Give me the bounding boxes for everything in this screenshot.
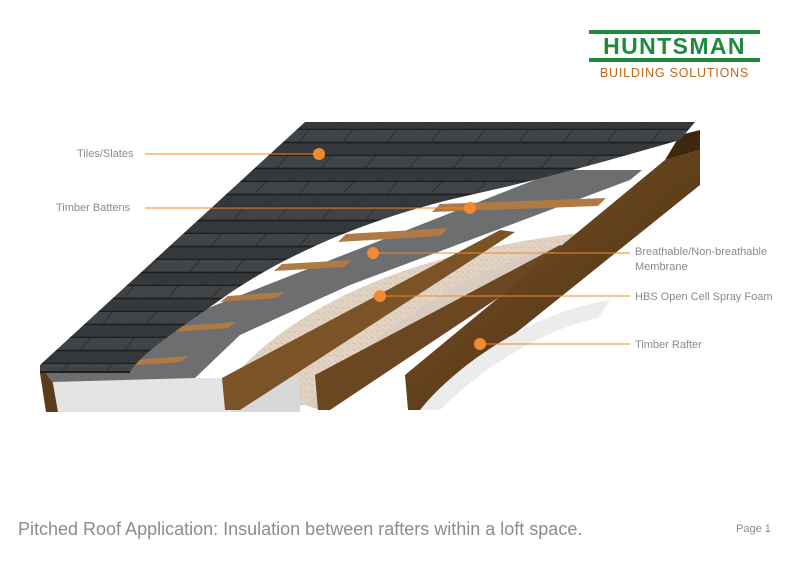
label-membrane-line2: Membrane bbox=[635, 261, 688, 273]
foam-underside-curve bbox=[420, 300, 610, 410]
roof-tiles-slates bbox=[40, 122, 695, 373]
label-timber-rafter: Timber Rafter bbox=[635, 339, 702, 351]
huntsman-logo: HUNTSMAN BUILDING SOLUTIONS bbox=[589, 30, 760, 80]
callout-lines bbox=[145, 153, 630, 345]
label-timber-battens: Timber Battens bbox=[56, 202, 131, 214]
page-number: Page 1 bbox=[736, 523, 771, 535]
label-membrane-line1: Breathable/Non-breathable bbox=[635, 246, 768, 258]
logo-brand: HUNTSMAN bbox=[603, 33, 746, 59]
label-spray-foam: HBS Open Cell Spray Foam bbox=[635, 291, 773, 303]
label-tiles-slates: Tiles/Slates bbox=[77, 148, 134, 160]
foam-marker bbox=[374, 290, 386, 302]
logo-division: BUILDING SOLUTIONS bbox=[599, 66, 750, 80]
logo-bottom-bar bbox=[589, 58, 760, 62]
membrane-marker bbox=[367, 247, 379, 259]
logo-top-bar bbox=[589, 30, 760, 34]
rafter-marker bbox=[474, 338, 486, 350]
slide-caption: Pitched Roof Application: Insulation bet… bbox=[18, 519, 583, 539]
callout-dots bbox=[313, 148, 486, 350]
tiles-marker bbox=[313, 148, 325, 160]
rafter-mid-right bbox=[222, 230, 570, 410]
battens-marker bbox=[464, 202, 476, 214]
